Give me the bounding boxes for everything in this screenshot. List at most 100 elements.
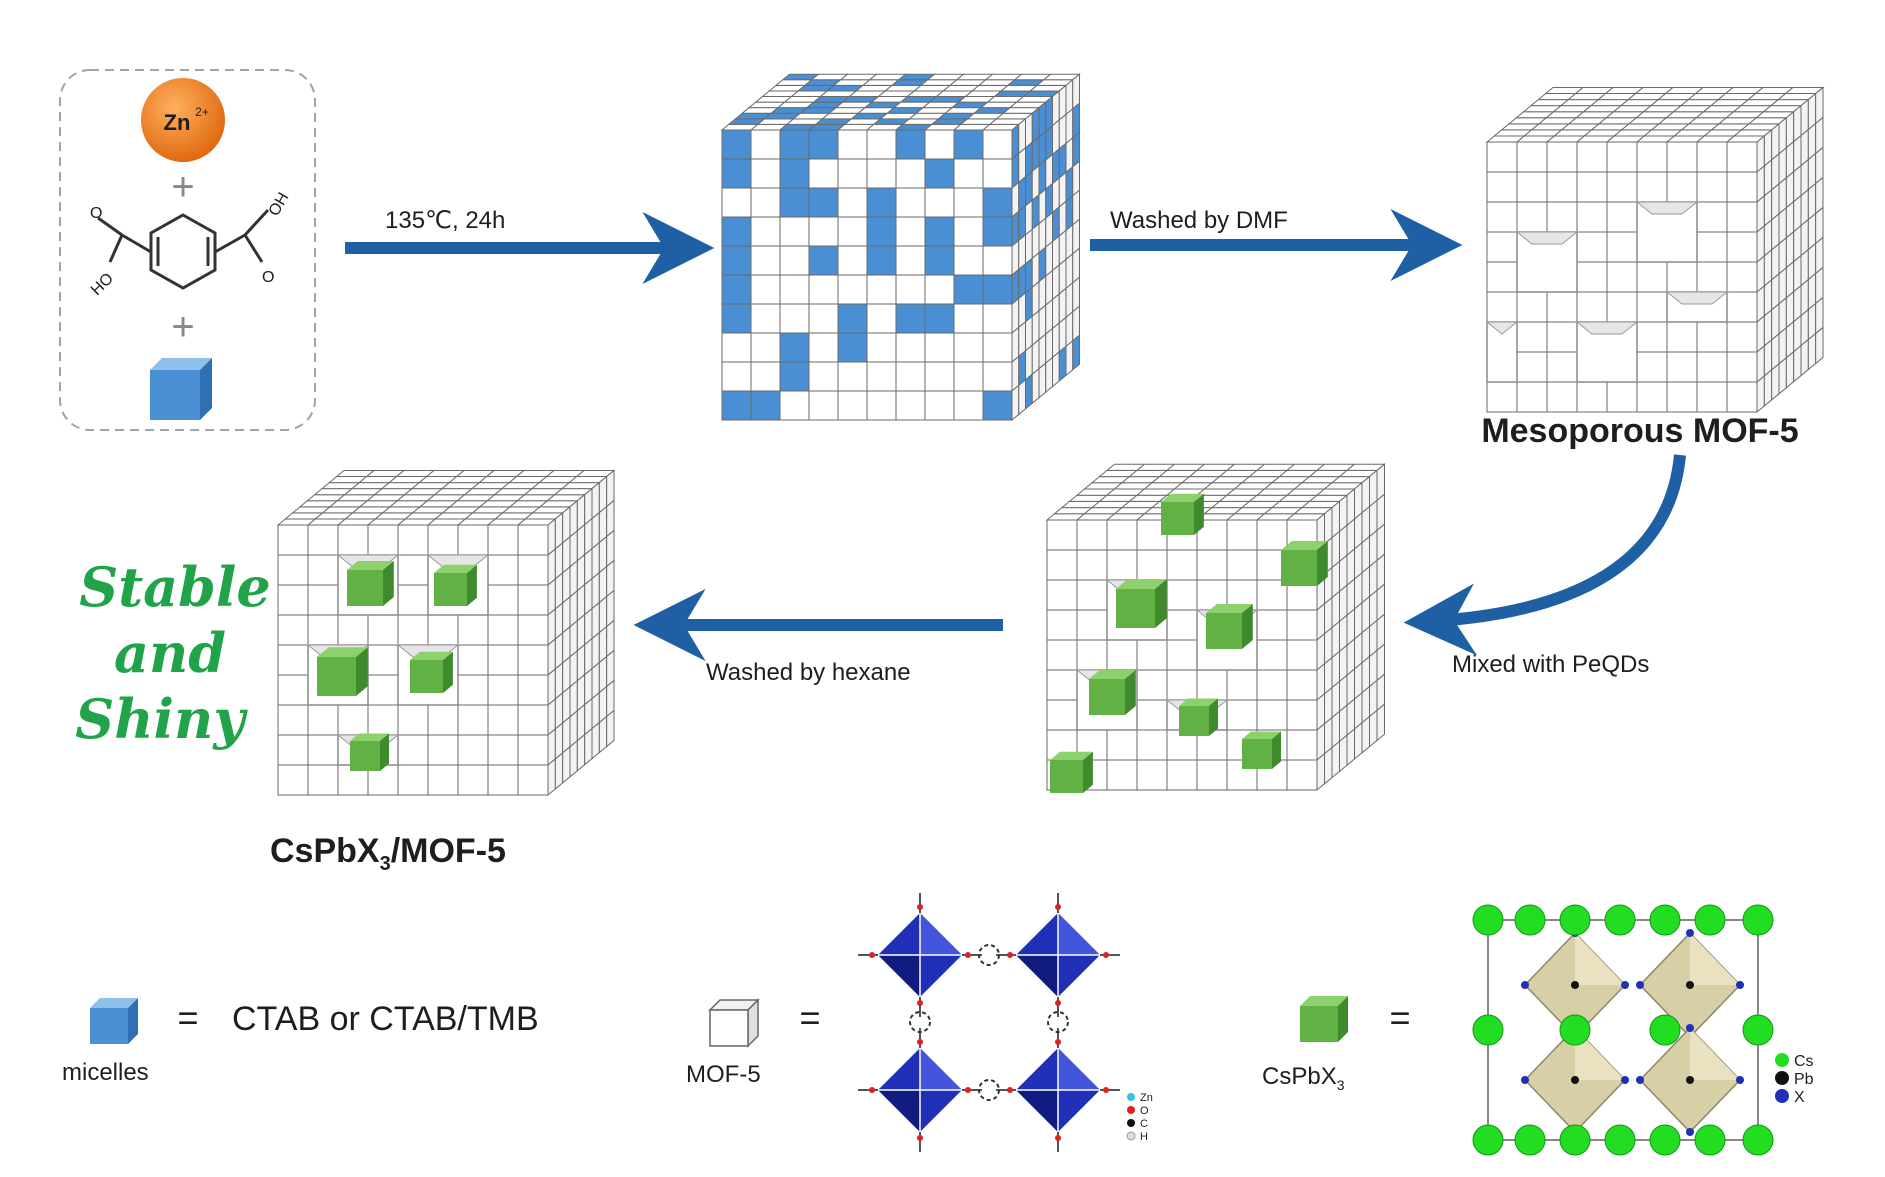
cube-side-cell [1025,373,1033,410]
cube-front-cell [1606,201,1638,233]
cube-front-cell [808,245,839,276]
cube-front-cell [517,704,549,736]
cube-front-cell [307,704,339,736]
cspbx3-caption: CsPbX3 [1262,1063,1345,1093]
cube-front-cell [953,245,984,276]
cube-front-cell [750,390,781,421]
cube-front-cell [457,674,489,706]
cube-front-cell [750,216,781,247]
cube-front-cell [1136,729,1168,761]
cube-front-cell [517,674,549,706]
cube-side-cell [1011,384,1020,422]
cube-front-cell [1726,231,1758,263]
cube-front-cell [1076,519,1108,551]
cube-side-cell [576,733,586,772]
cube-front-cell [808,274,839,305]
cube-front-cell [1046,549,1078,581]
cube-front-cell [721,245,752,276]
cube-front-cell [953,129,984,160]
cube-front-cell [953,274,984,305]
cube-front-cell [1696,171,1728,203]
cube-front-cell [487,644,519,676]
cube-front-cell [779,187,810,218]
cube-front-cell [779,390,810,421]
cspbx3-mof5-cube [276,469,616,797]
cube-front-cell [750,361,781,392]
cube-front-cell [277,614,309,646]
cube-front-cell [1486,291,1518,323]
cube-front-cell [457,734,489,766]
cube-side-cell [598,715,608,754]
cube-front-cell [1196,669,1228,701]
cube-front-cell [1576,141,1608,173]
cube-front-cell [1076,549,1108,581]
cube-front-cell [1516,351,1548,383]
cube-side-cell [1045,356,1053,394]
cube-front-cell [1106,549,1138,581]
qd-cube [410,660,443,693]
cube-front-cell [750,303,781,334]
cube-side-cell [547,757,556,797]
cube-front-cell [517,734,549,766]
cspbx3-crystal-structure [1472,904,1774,1156]
cube-front-cell [1606,171,1638,203]
benzene-linker [909,1011,931,1033]
mesoporous-mof5-cube [1485,86,1825,414]
cube-side-cell [1346,727,1355,767]
cube-front-cell [1076,639,1108,671]
cube-front-cell [1546,351,1578,383]
cube-front-cell [837,158,868,189]
arrow-step2: Washed by DMF [1090,207,1463,281]
cs-atom [1472,904,1504,936]
cube-front-cell [337,614,369,646]
mof-atom-zn: Zn [1140,1092,1153,1104]
benzene-linker [978,1079,1000,1101]
cube-front-cell [1636,321,1668,353]
cspbx3-atom-key: Cs Pb X [1775,1053,1814,1106]
cube-front-cell [895,158,926,189]
cube-front-cell [808,216,839,247]
cube-front-cell [895,129,926,160]
cube-front-cell [337,704,369,736]
cube-side-cell [1369,709,1378,748]
cube-side-cell [1785,350,1795,389]
cube-front-cell [1726,141,1758,173]
cube-front-cell [1666,171,1698,203]
cube-front-cell [1606,231,1638,263]
cube-front-cell [808,361,839,392]
cube-front-cell [397,614,429,646]
cube-front-cell [1226,519,1258,551]
cube-front-cell [307,584,339,616]
cube-front-cell [924,245,955,276]
cube-side-cell [554,751,564,790]
cube-front-cell [367,674,399,706]
cube-front-cell [1226,669,1258,701]
cspbx3-swatch [1300,1006,1338,1042]
cube-front-cell [1166,549,1198,581]
cube-front-cell [866,274,897,305]
cube-front-cell [953,303,984,334]
cube-front-cell [397,584,429,616]
cube-front-cell [1726,171,1758,203]
legend-mof5: = MOF-5 Zn O C H [686,893,1153,1152]
cube-front-cell [837,187,868,218]
cube-front-cell [750,332,781,363]
cube-front-cell [517,764,549,796]
cube-front-cell [1196,759,1228,791]
cube-front-cell [1666,141,1698,173]
qd-cube [317,657,356,696]
cube-side-cell [1316,752,1325,792]
cube-front-cell [487,584,519,616]
cube-front-cell [277,674,309,706]
cube-side-cell [1018,378,1026,416]
cube-front-cell [953,216,984,247]
cube-front-cell [1576,201,1608,233]
cube-front-cell [866,129,897,160]
cube-front-cell [866,187,897,218]
cube-front-cell [1726,351,1758,383]
cube-front-cell [779,361,810,392]
cube-front-cell [866,390,897,421]
svg-text:CsPbX3/MOF-5: CsPbX3/MOF-5 [270,832,506,875]
cube-front-cell [1196,549,1228,581]
cube-front-cell [1286,639,1318,671]
